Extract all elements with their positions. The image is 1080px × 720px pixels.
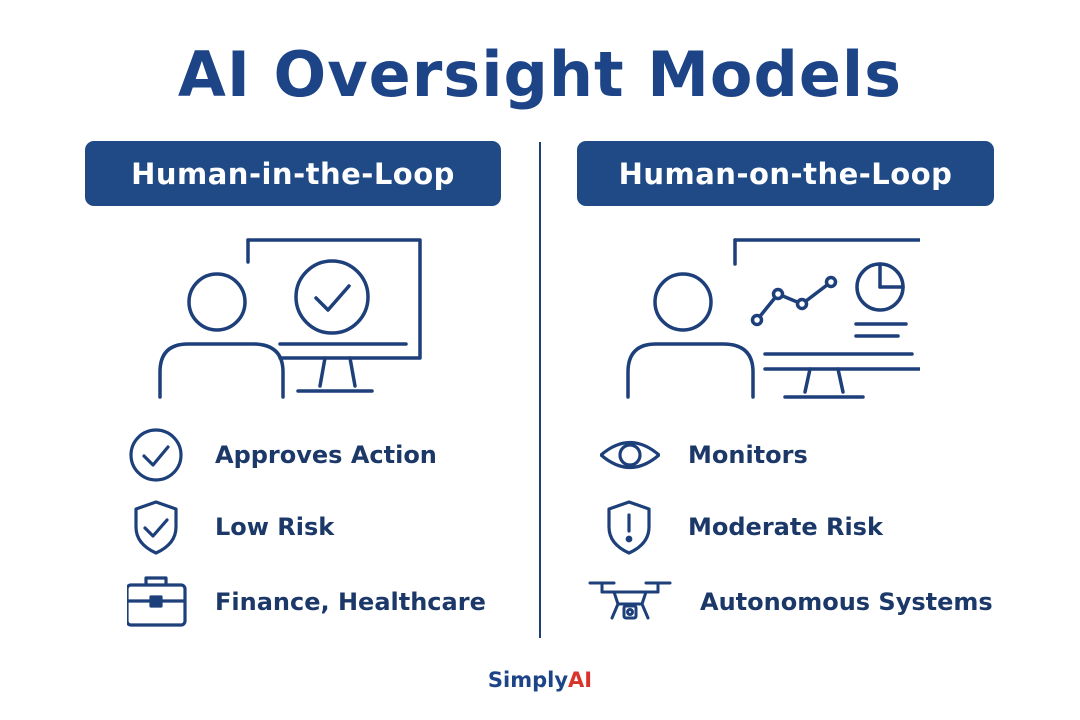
page-title: AI Oversight Models	[177, 38, 903, 111]
feature-moderate-risk: Moderate Risk	[600, 497, 1020, 557]
feature-label: Low Risk	[215, 513, 335, 541]
feature-label: Moderate Risk	[688, 513, 883, 541]
feature-label: Autonomous Systems	[700, 588, 993, 616]
briefcase-icon	[127, 576, 187, 627]
feature-monitors: Monitors	[600, 425, 1020, 485]
center-divider	[539, 142, 541, 638]
brand-part-2: AI	[568, 668, 593, 692]
feature-label: Finance, Healthcare	[215, 588, 486, 616]
check-circle-icon	[129, 428, 183, 482]
shield-check-icon	[134, 500, 178, 555]
brand-logo: SimplyAI	[0, 666, 1080, 694]
person-monitor-chart-icon	[626, 238, 920, 399]
human-in-the-loop-heading: Human-in-the-Loop	[85, 141, 501, 206]
drone-icon	[588, 581, 672, 620]
human-on-the-loop-heading: Human-on-the-Loop	[577, 141, 994, 206]
feature-low-risk: Low Risk	[127, 497, 547, 557]
person-monitor-check-icon	[158, 238, 422, 399]
brand-part-1: Simply	[487, 668, 569, 692]
feature-finance-healthcare: Finance, Healthcare	[127, 572, 547, 632]
feature-label: Monitors	[688, 441, 808, 469]
feature-autonomous-systems: Autonomous Systems	[588, 572, 1008, 632]
eye-icon	[600, 441, 660, 469]
feature-label: Approves Action	[215, 441, 437, 469]
feature-approves-action: Approves Action	[127, 425, 547, 485]
shield-alert-icon	[607, 500, 651, 555]
